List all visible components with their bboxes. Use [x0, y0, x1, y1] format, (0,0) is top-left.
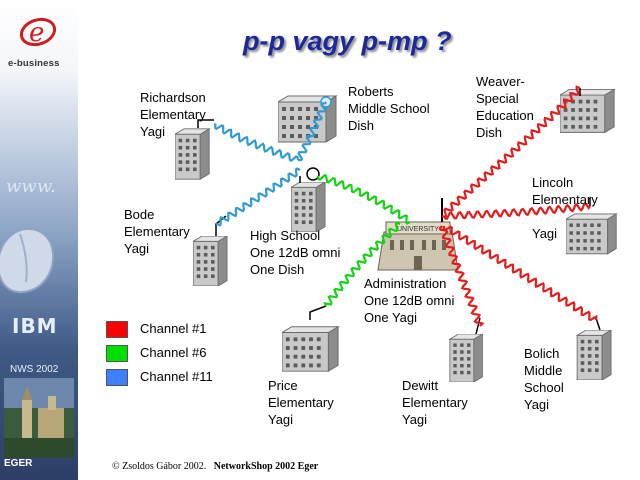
label-roberts: Roberts Middle School Dish	[348, 84, 430, 133]
city-label: EGER	[4, 458, 33, 469]
link-highschool-bode	[215, 167, 301, 227]
link-highschool-admin	[316, 173, 411, 225]
administration-building-icon: UNIVERSITY	[377, 198, 459, 271]
link-highschool-richardson	[213, 122, 300, 162]
link-admin-price	[323, 221, 401, 307]
bode-building-icon	[193, 236, 228, 286]
event-badge: NWS 2002	[10, 364, 59, 375]
label-bode: Bode Elementary Yagi	[124, 207, 190, 256]
label-dewitt: Dewitt Elementary Yagi	[402, 378, 468, 427]
weaver-building-icon	[560, 88, 615, 133]
slide-title: p-p vagy p-mp ?	[243, 26, 452, 56]
footer-event: NetworkShop 2002 Eger	[213, 461, 319, 472]
branding-sidebar: e e-business www. IBM NWS 2002 EGER	[0, 0, 78, 480]
ebusiness-logo-icon: e	[19, 17, 57, 48]
label-administration: Administration One 12dB omni One Yagi	[364, 276, 455, 325]
legend-swatch-channel-6	[106, 345, 128, 362]
label-weaver: Weaver- Special Education Dish	[476, 74, 534, 140]
link-admin-lincoln	[443, 201, 591, 220]
legend-label-channel-11: Channel #11	[140, 369, 213, 384]
label-lincoln: Lincoln Elementary Yagi	[532, 175, 598, 241]
bolich-building-icon	[576, 330, 612, 380]
price-building-icon	[282, 326, 339, 372]
slide-footer: © Zsoldos Gábor 2002. NetworkShop 2002 E…	[112, 461, 318, 472]
legend-label-channel-1: Channel #1	[140, 321, 207, 336]
link-admin-dewitt	[438, 225, 485, 327]
label-bolich: Bolich Middle School Yagi	[524, 346, 564, 412]
legend-swatch-channel-1	[106, 321, 128, 338]
label-price: Price Elementary Yagi	[268, 378, 334, 427]
legend-label-channel-6: Channel #6	[140, 345, 207, 360]
link-admin-weaver	[441, 85, 581, 219]
link-highschool-roberts	[297, 101, 327, 162]
computer-mouse-icon	[0, 227, 55, 294]
channel-11-links	[213, 101, 327, 227]
admin-building-sign: UNIVERSITY	[397, 226, 439, 233]
footer-copyright: © Zsoldos Gábor 2002.	[112, 461, 207, 472]
channel-1-links	[438, 85, 598, 327]
www-watermark: www.	[6, 176, 56, 197]
legend-swatch-channel-11	[106, 369, 128, 386]
svg-text:e: e	[29, 18, 44, 48]
channel-6-links	[316, 173, 411, 307]
castle-photo-icon	[4, 378, 74, 458]
label-highschool: High School One 12dB omni One Dish	[250, 228, 341, 277]
ebusiness-tagline: e-business	[8, 58, 60, 69]
label-richardson: Richardson Elementary Yagi	[140, 90, 206, 139]
dewitt-building-icon	[449, 334, 483, 382]
highschool-building-icon	[291, 182, 326, 232]
ibm-logo: IBM	[12, 314, 58, 338]
link-admin-bolich	[442, 225, 598, 321]
